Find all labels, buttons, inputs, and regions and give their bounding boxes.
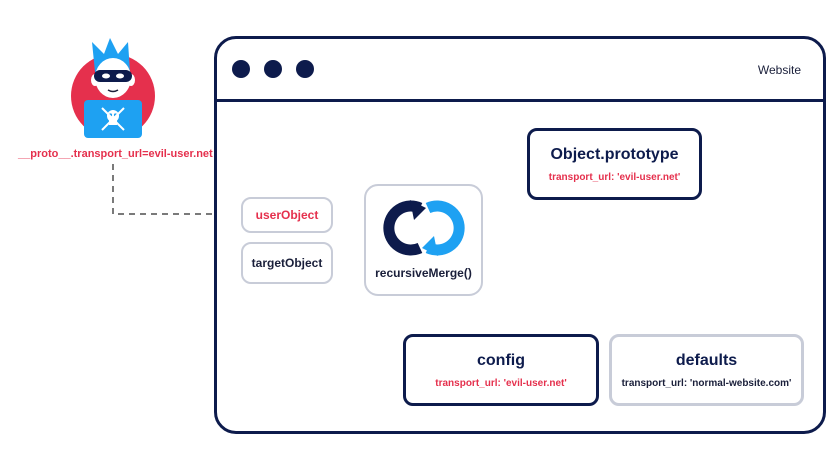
config-value: transport_url: 'evil-user.net' [435,377,567,389]
user-object-box: userObject [241,197,333,233]
defaults-box: defaults transport_url: 'normal-website.… [609,334,804,406]
recursive-merge-icon [382,200,465,256]
window-dot-1 [232,60,250,78]
payload-to-userobject-arrow [112,164,240,222]
attack-payload: __proto__.transport_url=evil-user.net [18,148,213,160]
defaults-value: transport_url: 'normal-website.com' [621,377,792,389]
skull-laptop-icon [101,107,125,131]
config-box: config transport_url: 'evil-user.net' [403,334,599,406]
window-dot-2 [264,60,282,78]
object-prototype-value: transport_url: 'evil-user.net' [548,171,681,183]
window-divider [217,99,823,102]
recursive-merge-label: recursiveMerge() [375,266,472,280]
defaults-title: defaults [675,351,738,369]
user-object-label: userObject [255,208,319,222]
hacker-avatar-icon [70,34,156,142]
object-prototype-title: Object.prototype [550,145,679,163]
window-title: Website [757,63,801,77]
config-title: config [477,351,525,369]
recursive-merge-box: recursiveMerge() [364,184,483,296]
target-object-box: targetObject [241,242,333,284]
window-dot-3 [296,60,314,78]
object-prototype-box: Object.prototype transport_url: 'evil-us… [527,128,702,200]
target-object-label: targetObject [251,256,323,270]
